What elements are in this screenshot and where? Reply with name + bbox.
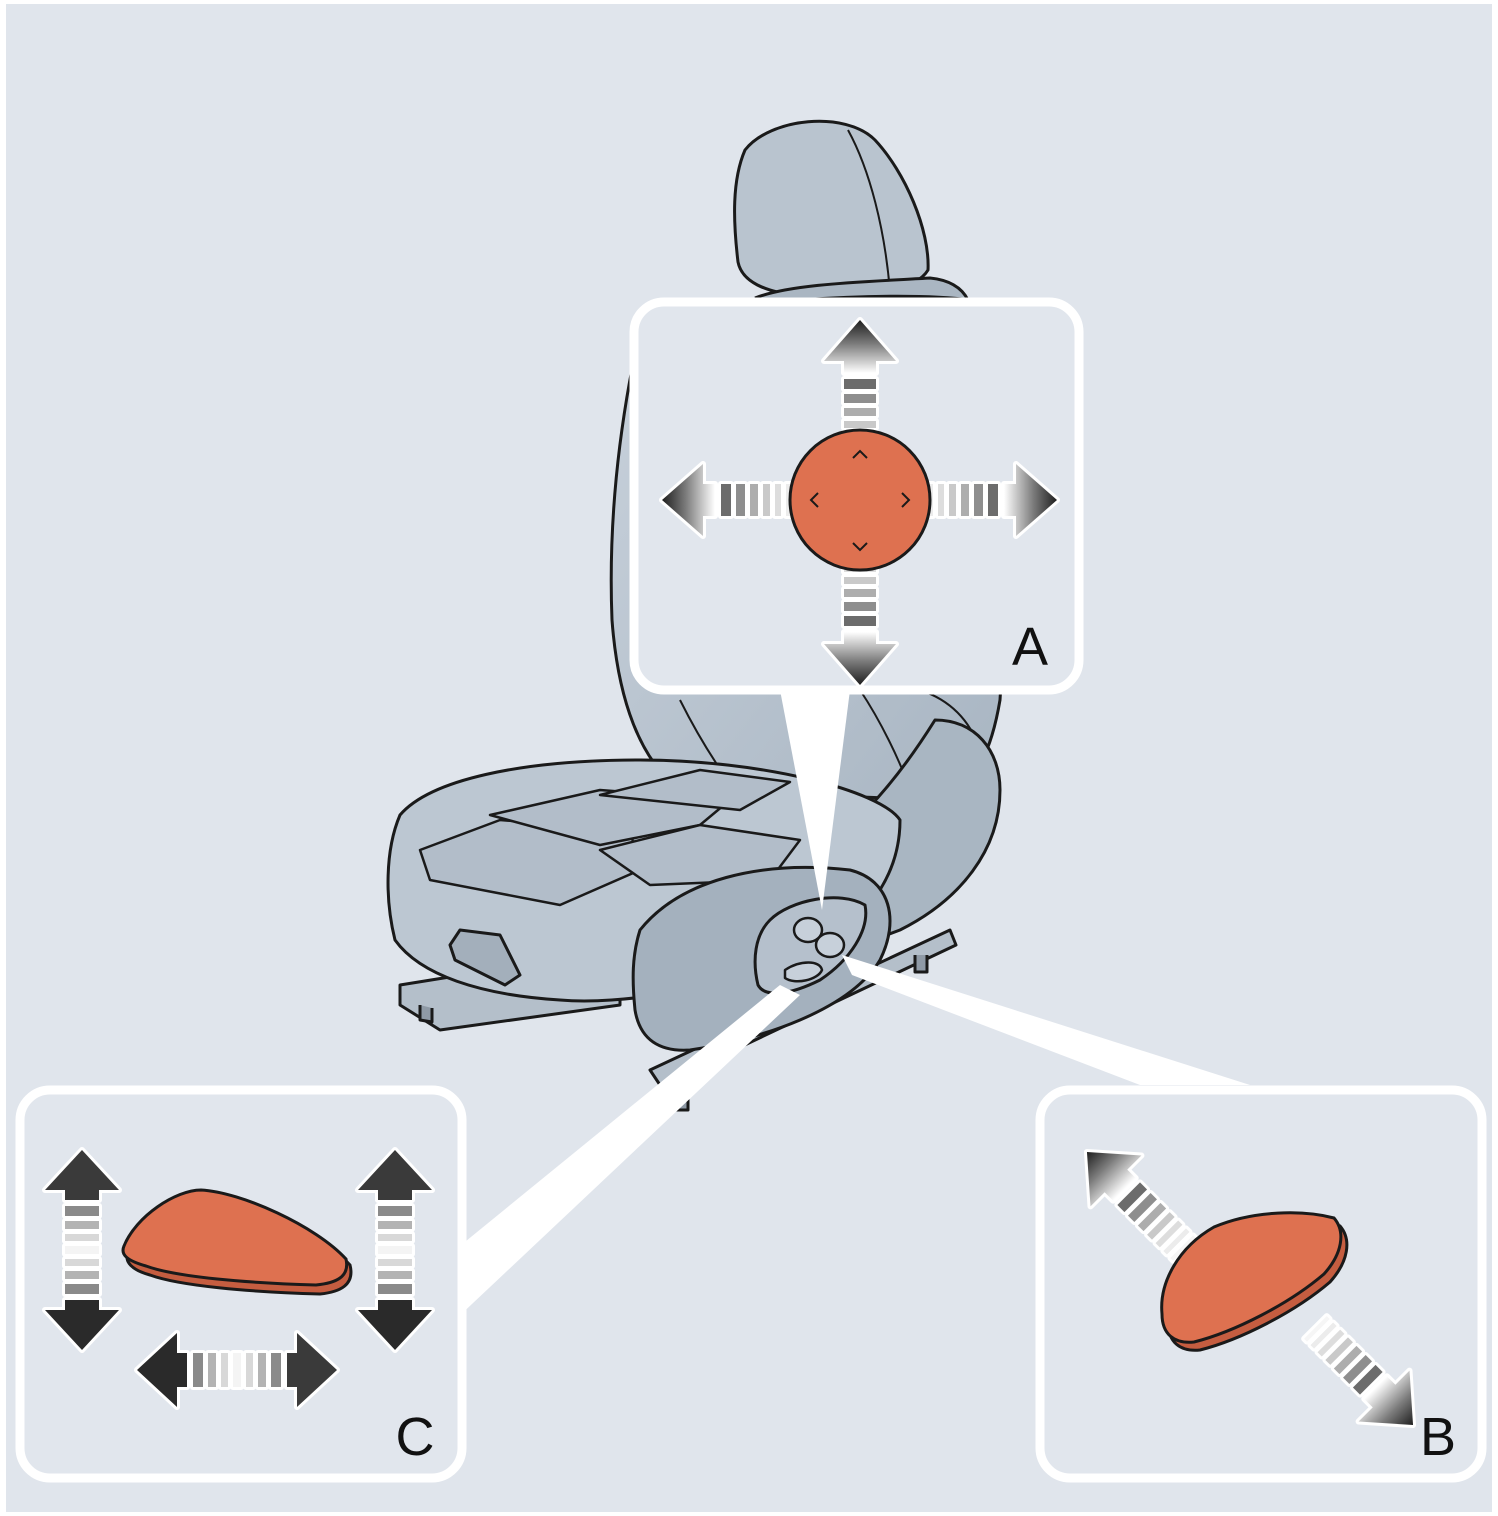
- callout-label-c: C: [396, 1407, 435, 1467]
- callout-label-b: B: [1420, 1407, 1456, 1467]
- callout-panel-a: A: [634, 302, 1079, 690]
- callout-panel-c: C: [20, 1090, 462, 1478]
- callout-label-a: A: [1012, 617, 1048, 677]
- callout-panel-b: B: [1040, 1090, 1482, 1478]
- multi-direction-control-icon: [790, 430, 930, 570]
